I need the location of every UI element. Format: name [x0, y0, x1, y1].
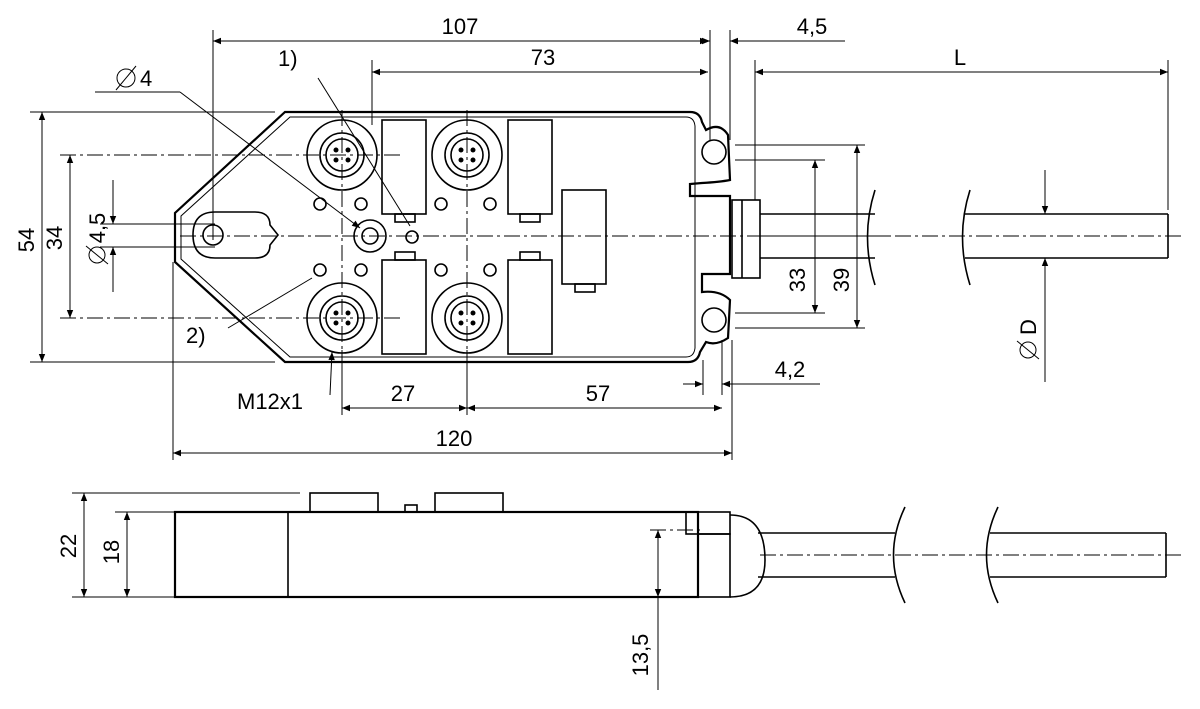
- diameter-symbol-icon: [1016, 340, 1040, 360]
- thread-label: M12x1: [237, 389, 303, 414]
- dim-13-5: 13,5: [628, 634, 653, 677]
- dim-33: 33: [785, 268, 810, 292]
- side-view: [173, 492, 1185, 604]
- dim-120: 120: [436, 426, 473, 451]
- dim-dia-4-5: 4,5: [85, 213, 110, 244]
- dim-34: 34: [42, 226, 67, 250]
- dim-57: 57: [586, 381, 610, 406]
- top-dimensions: 107 73 4,5 L 4 1) 2) 54 34: [14, 14, 1169, 460]
- label-windows: [381, 119, 607, 355]
- dim-73: 73: [531, 45, 555, 70]
- dim-l: L: [954, 45, 966, 70]
- dim-18: 18: [99, 540, 124, 564]
- dim-dia-4: 4: [140, 66, 152, 91]
- dim-27: 27: [391, 381, 415, 406]
- diameter-symbol-icon: [85, 245, 109, 265]
- side-dimensions: 22 18 13,5: [56, 492, 662, 690]
- right-mount-slots: [701, 139, 727, 333]
- dim-22: 22: [56, 534, 81, 558]
- dim-107: 107: [442, 14, 479, 39]
- left-mount-slot: [192, 211, 280, 259]
- dim-dia-d: D: [1016, 319, 1041, 335]
- note-2: 2): [186, 323, 206, 348]
- diameter-symbol-icon: [115, 65, 137, 91]
- dim-54: 54: [14, 228, 39, 252]
- dim-4-5-top: 4,5: [797, 14, 828, 39]
- housing-outline: [173, 110, 732, 364]
- dim-39: 39: [829, 268, 854, 292]
- status-leds: [313, 197, 497, 277]
- note-1: 1): [278, 46, 298, 71]
- dim-4-2: 4,2: [775, 357, 806, 382]
